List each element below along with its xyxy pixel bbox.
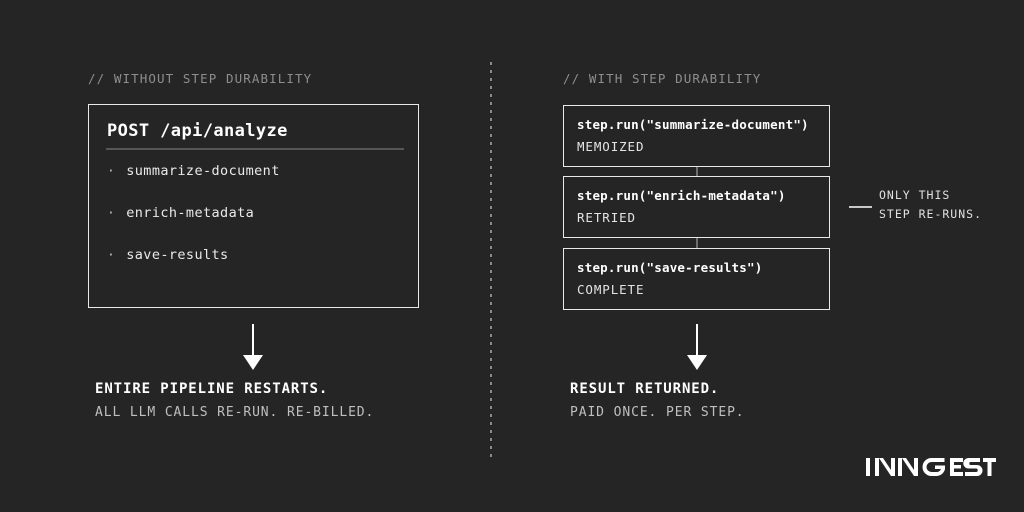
status-badge: RETRIED (577, 210, 636, 225)
inngest-wordmark-icon (866, 458, 996, 477)
arrow-shaft (252, 324, 254, 357)
step-code: step.run("save-results") (577, 260, 763, 275)
down-arrow-icon-left (242, 324, 264, 370)
step-box-enrich-metadata: step.run("enrich-metadata") RETRIED (563, 176, 830, 238)
arrow-head (687, 355, 707, 370)
request-step-list: · summarize-document · enrich-metadata ·… (107, 163, 280, 289)
step-code: step.run("summarize-document") (577, 117, 809, 132)
arrow-shaft (696, 324, 698, 357)
bullet-icon: · (107, 206, 116, 221)
bullet-icon: · (107, 248, 116, 263)
outcome-without-durability: ENTIRE PIPELINE RESTARTS. ALL LLM CALLS … (95, 381, 374, 420)
status-badge: MEMOIZED (577, 139, 645, 154)
arrow-head (243, 355, 263, 370)
step-box-summarize-document: step.run("summarize-document") MEMOIZED (563, 105, 830, 167)
without-durability-heading: // WITHOUT STEP DURABILITY (88, 71, 313, 86)
outcome-primary-text: RESULT RETURNED. (570, 381, 720, 397)
step-label: save-results (126, 247, 229, 263)
step-code: step.run("enrich-metadata") (577, 188, 786, 203)
step-box-save-results: step.run("save-results") COMPLETE (563, 248, 830, 310)
request-divider-rule (106, 148, 404, 150)
callout-leader-line (849, 206, 872, 208)
step-connector (696, 238, 698, 248)
step-connector (696, 167, 698, 177)
step-label: summarize-document (126, 163, 280, 179)
list-item: · save-results (107, 247, 280, 289)
request-title: POST /api/analyze (107, 121, 288, 141)
callout-annotation: ONLY THIS STEP RE-RUNS. (879, 186, 982, 224)
status-badge: COMPLETE (577, 282, 645, 297)
with-durability-heading: // WITH STEP DURABILITY (563, 71, 762, 86)
outcome-with-durability: RESULT RETURNED. PAID ONCE. PER STEP. (570, 381, 745, 420)
outcome-primary-text: ENTIRE PIPELINE RESTARTS. (95, 381, 329, 397)
request-pipeline-box: POST /api/analyze · summarize-document ·… (88, 104, 419, 308)
outcome-secondary-text: ALL LLM CALLS RE-RUN. RE-BILLED. (95, 405, 375, 420)
inngest-logo (866, 454, 996, 480)
down-arrow-icon-right (686, 324, 708, 370)
callout-line-1: ONLY THIS (879, 188, 951, 202)
outcome-secondary-text: PAID ONCE. PER STEP. (570, 405, 745, 420)
step-label: enrich-metadata (126, 205, 255, 221)
callout-line-2: STEP RE-RUNS. (879, 207, 983, 221)
list-item: · summarize-document (107, 163, 280, 205)
bullet-icon: · (107, 164, 116, 179)
column-divider (490, 62, 492, 462)
list-item: · enrich-metadata (107, 205, 280, 247)
